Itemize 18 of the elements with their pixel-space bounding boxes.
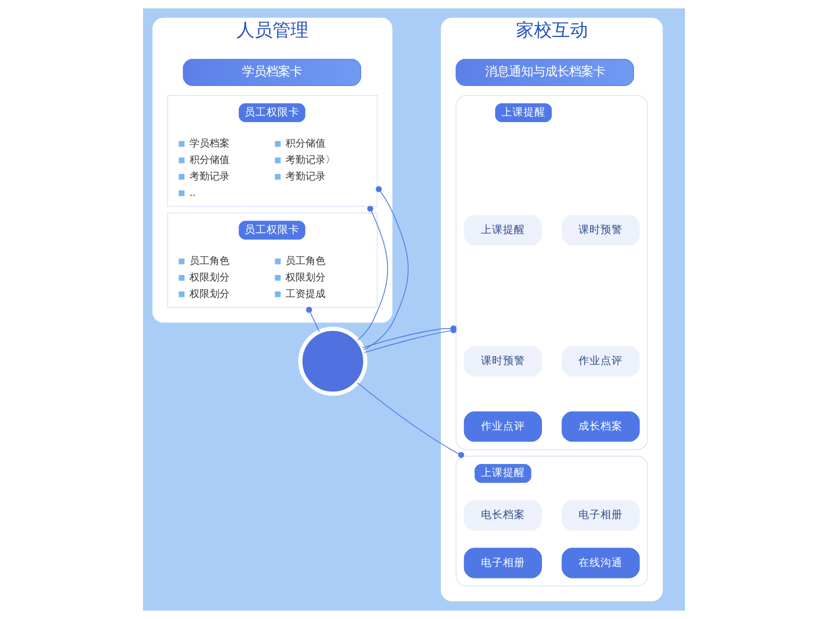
connector: [306, 306, 320, 332]
node-box: 消息通知与成长档案卡: [456, 58, 634, 86]
node-box: 学员档案卡: [182, 58, 362, 86]
node-box: 作业点评: [464, 411, 542, 442]
connector: [356, 382, 464, 458]
connector: [364, 327, 457, 353]
node-box: 上课提醒: [495, 103, 552, 122]
node-person: [298, 326, 368, 396]
node-box: 电子相册: [464, 548, 542, 578]
connector: [357, 206, 388, 341]
cluster: [456, 456, 648, 586]
node-box: 成长档案: [562, 411, 640, 442]
cluster: [456, 95, 648, 450]
connector: [362, 186, 409, 350]
node-box: 在线沟通: [562, 548, 640, 578]
node-box: 员工权限卡: [238, 220, 306, 240]
node-box: 员工权限卡: [238, 103, 306, 122]
node-box: 上课提醒: [474, 464, 532, 483]
